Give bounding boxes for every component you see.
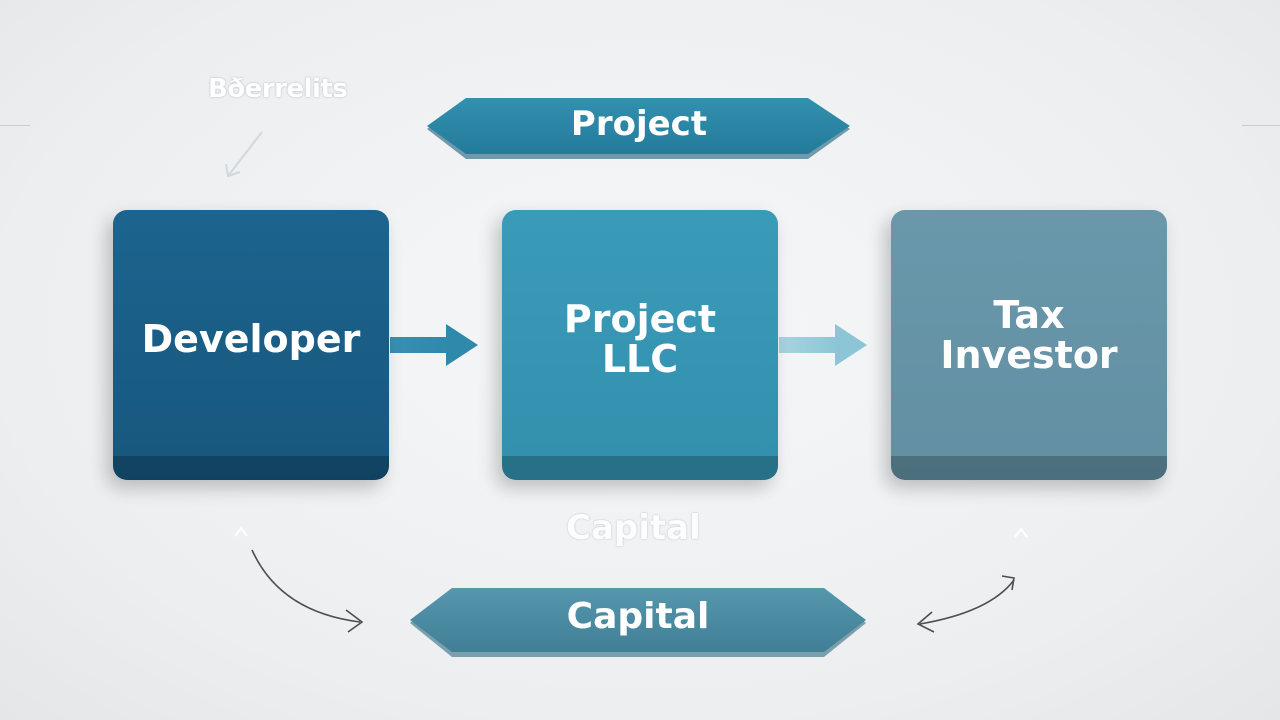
right-edge-tick: [1242, 125, 1280, 126]
tax-investor-box: Tax Investor: [891, 210, 1167, 480]
arrow-developer-to-llc: [390, 324, 478, 366]
capital-banner: [410, 588, 866, 657]
project-llc-box: Project LLC: [502, 210, 778, 480]
tax-investor-label: Tax Investor: [940, 293, 1118, 377]
project-banner-label: Project: [570, 104, 708, 144]
arrow-llc-to-investor: [779, 324, 867, 366]
caret-right-icon: [1014, 527, 1028, 538]
project-banner: [427, 98, 850, 159]
developer-label: Developer: [141, 317, 361, 362]
project-llc-line1: Project: [563, 297, 717, 342]
curved-arrow-right-icon: [916, 575, 1015, 633]
curved-arrow-left-icon: [251, 549, 364, 633]
benefits-arrow-icon: [225, 131, 263, 178]
benefits-label: Bðerrelits: [208, 74, 348, 104]
project-llc-label: Project LLC: [563, 297, 717, 381]
capital-banner-label: Capital: [566, 596, 710, 637]
project-llc-line2: LLC: [601, 337, 679, 381]
capital-faint-label: Capital: [566, 508, 701, 548]
tax-investor-line1: Tax: [993, 293, 1065, 338]
caret-left-icon: [234, 526, 248, 537]
left-edge-tick: [0, 125, 30, 126]
tax-investor-line2: Investor: [940, 333, 1118, 377]
developer-box: Developer: [113, 210, 389, 480]
